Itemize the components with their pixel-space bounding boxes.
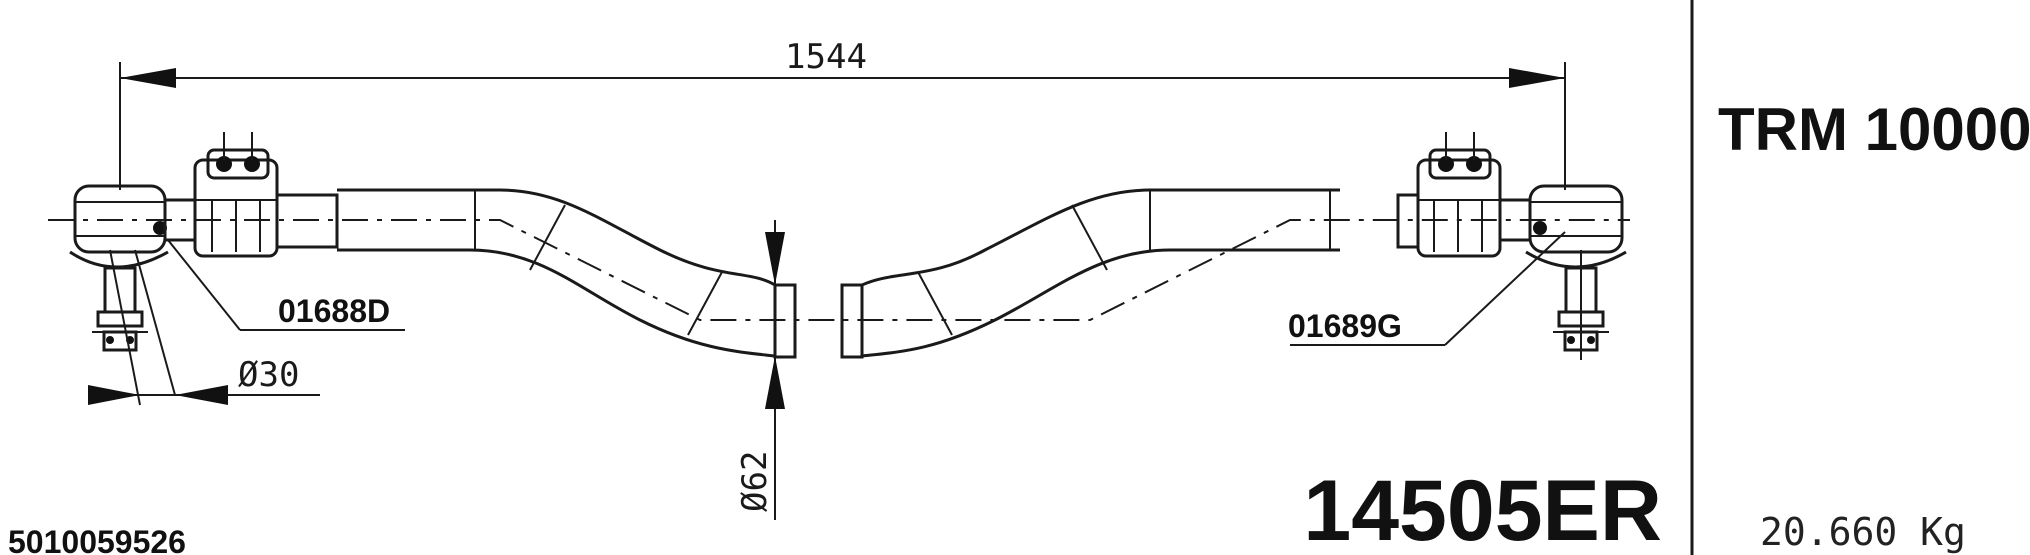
dimension-arrow-right (1509, 68, 1565, 88)
tube-right-half (840, 188, 1340, 359)
left-end-callout: 01688D (167, 239, 405, 331)
model-label: TRM 10000 (1718, 96, 2030, 163)
dimension-arrow-left (120, 68, 176, 88)
overall-length-dimension: 1544 (119, 37, 1566, 190)
ball-pin-diameter-label: Ø30 (238, 355, 299, 395)
right-tie-rod-end (1396, 132, 1627, 360)
tube-diameter-label: Ø62 (735, 451, 775, 512)
right-end-ref: 01689G (1288, 308, 1402, 344)
code-label: 5010059526 (8, 524, 186, 555)
ball-pin-diameter-dimension: Ø30 (88, 355, 320, 405)
right-end-callout: 01689G (1288, 231, 1566, 346)
part-number: 14505ER (1303, 463, 1662, 555)
overall-length-label: 1544 (785, 37, 867, 77)
tube-left-half (337, 188, 797, 359)
weight-label: 20.660 Kg (1760, 510, 1966, 554)
left-end-ref: 01688D (278, 293, 390, 329)
left-tie-rod-end (69, 132, 339, 406)
tube-diameter-dimension: Ø62 (735, 220, 785, 520)
